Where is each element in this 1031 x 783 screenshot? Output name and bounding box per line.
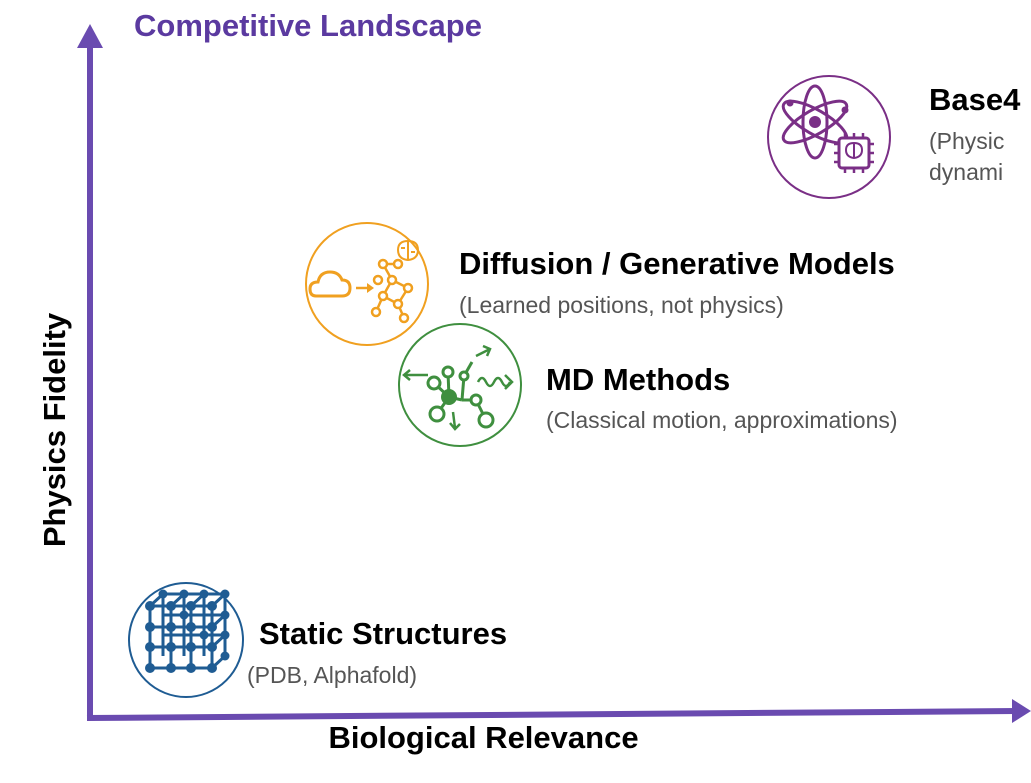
md-title: MD Methods xyxy=(546,362,731,397)
base4-subtitle-line-1: (Physic xyxy=(929,128,1005,154)
crystal-lattice-icon xyxy=(128,582,244,698)
molecule-motion-icon xyxy=(398,323,522,447)
diffusion-subtitle: (Learned positions, not physics) xyxy=(459,292,784,318)
base4-title: Base4 xyxy=(929,82,1021,117)
x-axis-label: Biological Relevance xyxy=(328,720,639,755)
static-subtitle: (PDB, Alphafold) xyxy=(247,662,418,688)
atom-chip-icon xyxy=(767,75,891,199)
base4-subtitle-line-2: dynami xyxy=(929,159,1004,185)
diffusion-title: Diffusion / Generative Models xyxy=(459,246,895,281)
page-title: Competitive Landscape xyxy=(134,8,482,43)
static-title: Static Structures xyxy=(259,616,508,651)
cloud-network-brain-icon xyxy=(305,222,429,346)
x-axis xyxy=(86,699,1031,723)
y-axis xyxy=(77,24,103,718)
y-axis-label: Physics Fidelity xyxy=(37,312,72,548)
md-subtitle: (Classical motion, approximations) xyxy=(546,407,898,433)
